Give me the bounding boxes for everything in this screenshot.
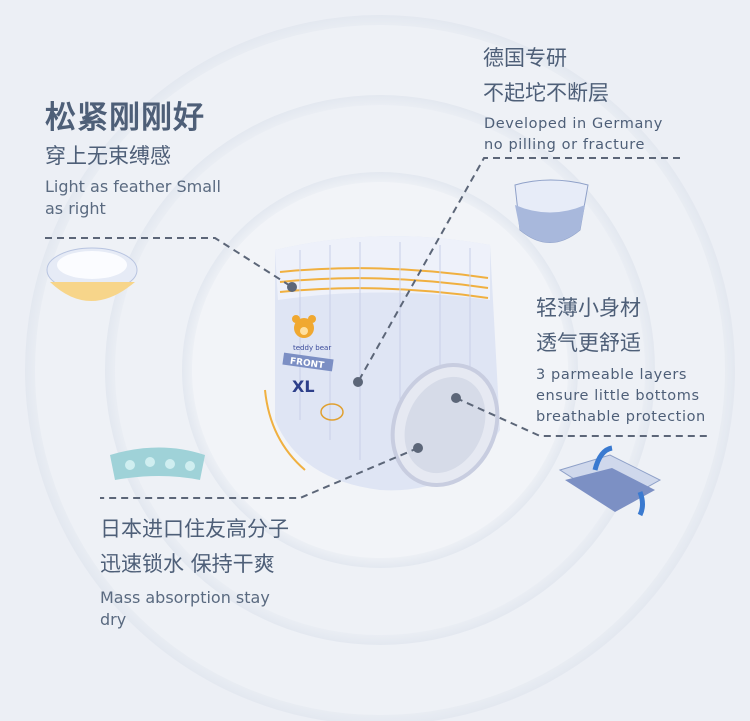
breathable-english-3: breathable protection [536,409,706,425]
fit-subtitle: 穿上无束缚感 [45,144,171,168]
germany-english-1: Developed in Germany [484,116,663,132]
germany-title-1: 德国专研 [483,46,567,70]
fit-english-2: as right [45,199,106,218]
absorb-title-2: 迅速锁水 保持干爽 [100,552,275,576]
breathable-title-2: 透气更舒适 [536,331,641,355]
callout-dot [287,282,297,292]
waistband-thumbnail-icon [46,247,138,301]
brand-text: teddy bear [293,344,331,352]
callout-dot [451,393,461,403]
fit-title: 松紧刚刚好 [45,100,205,136]
breathable-layers-thumbnail-icon [558,445,662,517]
absorb-english-1: Mass absorption stay [100,588,270,607]
front-label: FRONT [289,357,325,372]
callout-dot [413,443,423,453]
absorb-title-1: 日本进口住友高分子 [100,517,289,541]
germany-title-2: 不起坨不断层 [483,81,609,105]
fit-english-1: Light as feather Small [45,177,221,196]
callout-lines [45,157,710,499]
absorbent-beads-thumbnail-icon [110,447,205,480]
breathable-english-1: 3 parmeable layers [536,367,688,383]
teddy-bear-logo-icon [292,315,316,338]
absorb-english-2: dry [100,610,127,629]
callout-dot [353,377,363,387]
breathable-english-2: ensure little bottoms [536,388,700,404]
fabric-layer-thumbnail-icon [514,179,589,243]
size-label: XL [292,377,315,396]
germany-english-2: no pilling or fracture [484,137,645,153]
breathable-title-1: 轻薄小身材 [536,296,641,320]
